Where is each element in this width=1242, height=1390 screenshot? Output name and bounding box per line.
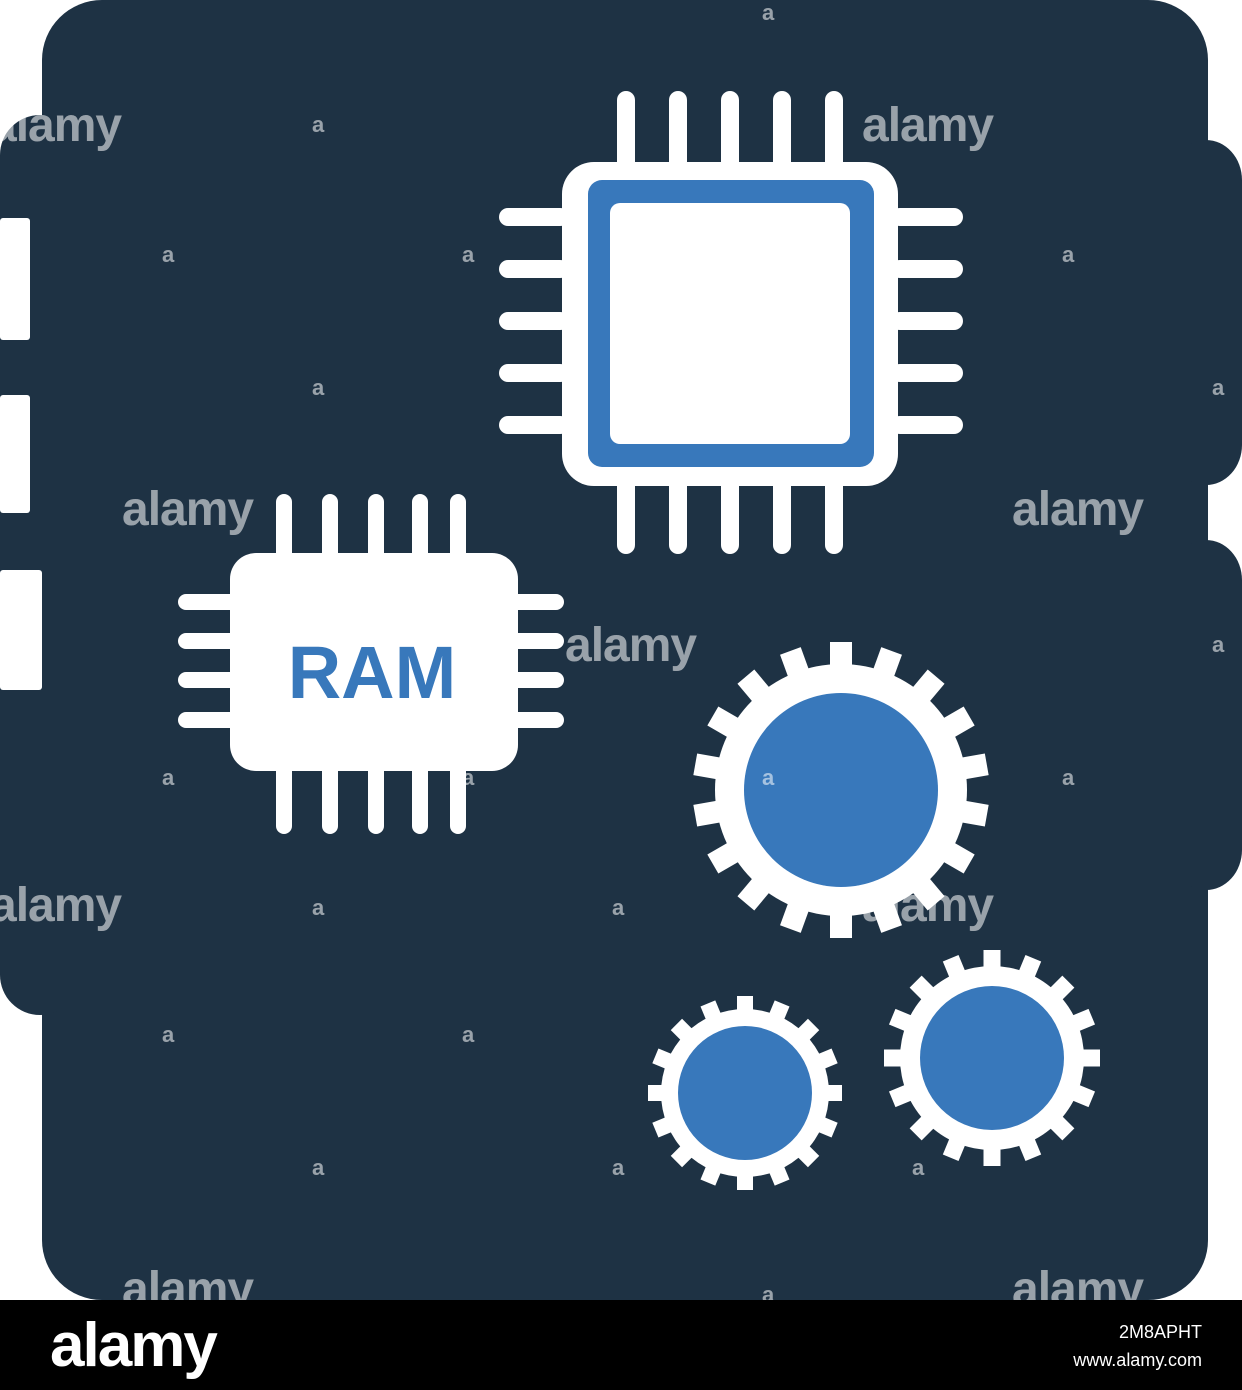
gear-tooth <box>983 1146 1001 1166</box>
gear-tooth <box>909 975 936 1002</box>
gear-tooth <box>830 912 852 938</box>
gear-tooth <box>1070 1083 1096 1108</box>
gear-tooth <box>942 1136 967 1162</box>
gear-tooth <box>693 753 723 780</box>
ram-chip-icon: RAM <box>178 494 564 834</box>
gear-tooth <box>652 1116 675 1138</box>
gear-tooth <box>941 841 975 874</box>
footer-info: 2M8APHT www.alamy.com <box>1073 1318 1202 1374</box>
gear-tooth <box>815 1048 838 1070</box>
gear-tooth <box>1070 1008 1096 1033</box>
ram-chip-label: RAM <box>288 631 457 714</box>
gear-tooth <box>780 647 810 680</box>
gear-tooth <box>700 1163 722 1186</box>
gear-tooth <box>884 1049 904 1067</box>
gear-tooth <box>768 1163 790 1186</box>
gear-tooth <box>737 996 753 1013</box>
gear-tooth <box>737 876 772 911</box>
gear-tooth <box>1017 1136 1042 1162</box>
site-url: www.alamy.com <box>1073 1350 1202 1370</box>
gear-tooth <box>652 1048 675 1070</box>
footer-bar: alamy 2M8APHT www.alamy.com <box>0 1300 1242 1390</box>
gear-tooth <box>737 1173 753 1190</box>
side-connectors <box>0 218 42 690</box>
gear-tooth <box>888 1083 914 1108</box>
gear-tooth <box>1017 954 1042 980</box>
gear-tooth <box>795 1018 820 1043</box>
gear-tooth <box>700 1000 722 1023</box>
gear-tooth <box>909 1114 936 1141</box>
footer-logo: alamy <box>50 1311 218 1380</box>
motherboard-icon: RAM <box>0 0 1242 1300</box>
gear-small-right-icon <box>884 950 1100 1166</box>
gear-tooth <box>670 1143 695 1168</box>
gear-tooth <box>768 1000 790 1023</box>
gear-tooth <box>1080 1049 1100 1067</box>
gear-tooth <box>737 669 772 704</box>
gear-tooth <box>959 800 989 827</box>
gear-tooth <box>1048 1114 1075 1141</box>
gear-tooth <box>795 1143 820 1168</box>
gear-tooth <box>959 753 989 780</box>
gear-tooth <box>670 1018 695 1043</box>
gear-tooth <box>872 647 902 680</box>
gear-tooth <box>825 1085 842 1101</box>
gear-tooth <box>942 954 967 980</box>
gear-small-left-icon <box>648 996 842 1190</box>
gear-tooth <box>1048 975 1075 1002</box>
gear-tooth <box>941 706 975 739</box>
gear-tooth <box>693 800 723 827</box>
cpu-chip-icon <box>499 91 963 554</box>
gear-large-icon <box>693 642 989 938</box>
gear-tooth <box>910 669 945 704</box>
gear-tooth <box>830 642 852 668</box>
gear-tooth <box>780 900 810 933</box>
gear-tooth <box>815 1116 838 1138</box>
gear-tooth <box>910 876 945 911</box>
gear-tooth <box>888 1008 914 1033</box>
gear-tooth <box>983 950 1001 970</box>
image-id: 2M8APHT <box>1118 1322 1202 1342</box>
gear-tooth <box>648 1085 665 1101</box>
gear-tooth <box>872 900 902 933</box>
gear-tooth <box>707 706 741 739</box>
gear-tooth <box>707 841 741 874</box>
